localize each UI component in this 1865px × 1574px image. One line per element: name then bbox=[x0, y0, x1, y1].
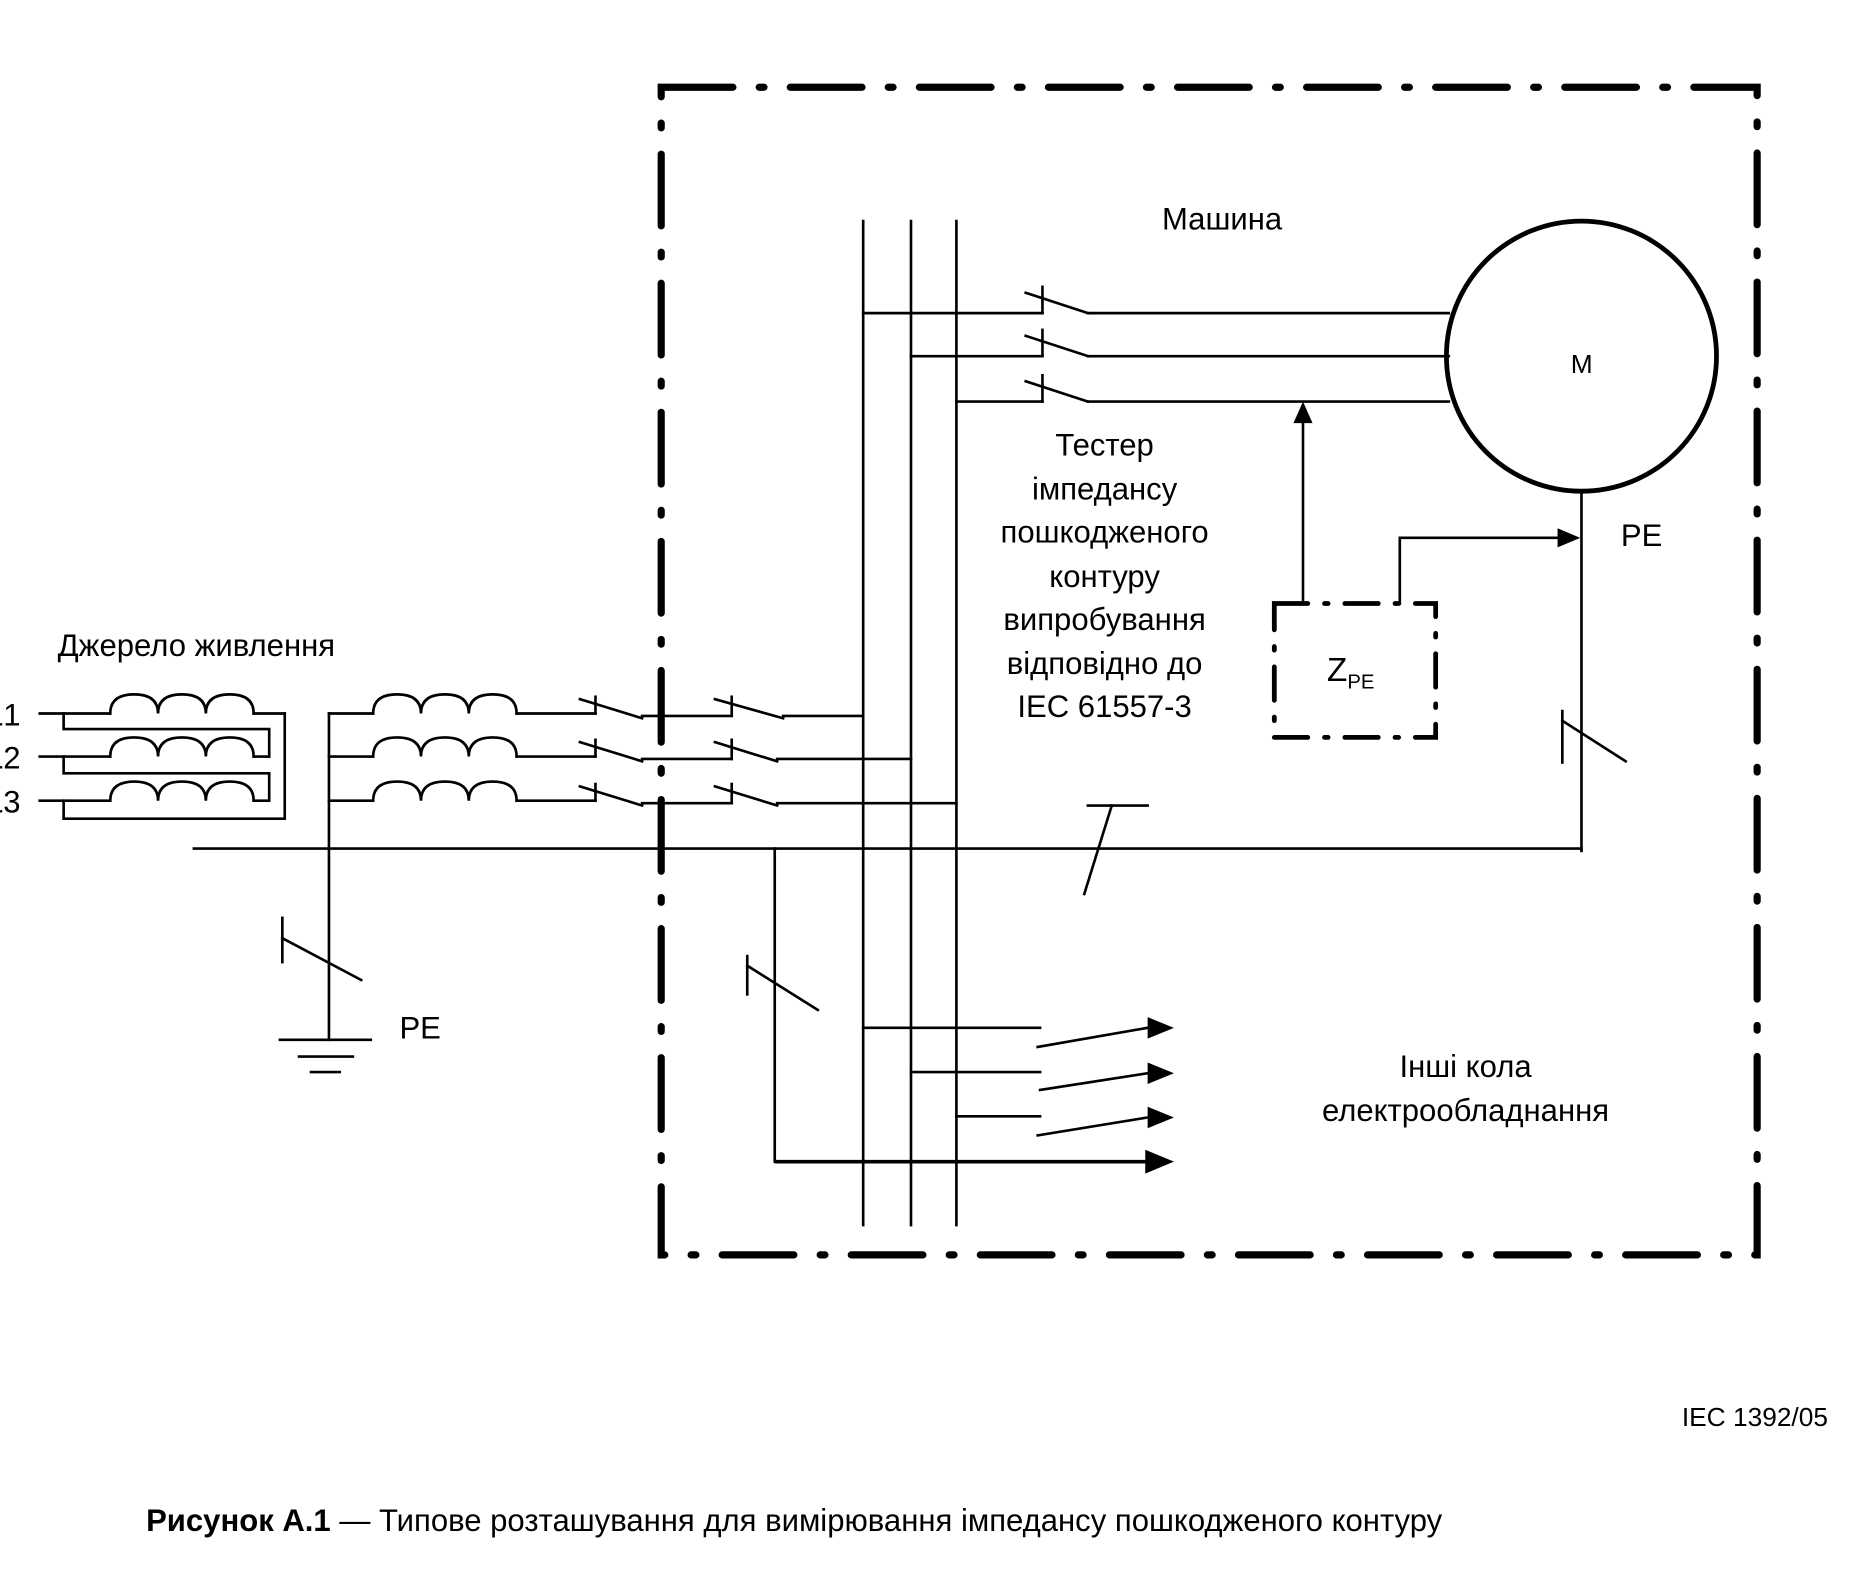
tester-arrows bbox=[1293, 401, 1581, 605]
ground-symbol bbox=[278, 916, 373, 1074]
pe-conductor bbox=[192, 803, 1583, 896]
svg-text:Тестер: Тестер bbox=[1055, 427, 1153, 462]
svg-text:відповідно до: відповідно до bbox=[1007, 646, 1203, 681]
motor-feeders bbox=[861, 285, 1451, 404]
svg-text:IEC 61557-3: IEC 61557-3 bbox=[1017, 689, 1191, 724]
ground-pe-label: PE bbox=[399, 1011, 440, 1046]
other-circuits-label-2: електрообладнання bbox=[1322, 1093, 1609, 1128]
phase-l1-label: L1 bbox=[0, 697, 21, 732]
source-primary-windings bbox=[38, 693, 287, 820]
figure-caption: Рисунок А.1 — Типове розташування для ви… bbox=[146, 1503, 1443, 1538]
zpe-label: ZPE bbox=[1327, 652, 1375, 693]
zpe-box bbox=[1271, 601, 1439, 740]
svg-text:контуру: контуру bbox=[1049, 559, 1160, 594]
phase-l3-label: L3 bbox=[0, 785, 21, 820]
motor-label: M bbox=[1571, 349, 1593, 379]
other-circuits-label-1: Інші кола bbox=[1399, 1049, 1532, 1084]
source-label: Джерело живлення bbox=[58, 628, 335, 663]
svg-text:випробування: випробування bbox=[1003, 602, 1205, 637]
machine-label: Машина bbox=[1162, 201, 1283, 236]
phase-l2-label: L2 bbox=[0, 740, 21, 775]
busbars bbox=[861, 219, 958, 1227]
source-secondary-windings bbox=[327, 693, 597, 1042]
tester-description: Тестер імпедансу пошкодженого контуру ви… bbox=[1001, 427, 1209, 724]
motor-pe-label: PE bbox=[1621, 518, 1662, 553]
other-circuits bbox=[745, 847, 1174, 1174]
svg-text:імпедансу: імпедансу bbox=[1032, 472, 1178, 507]
main-switches bbox=[578, 695, 958, 808]
svg-text:пошкодженого: пошкодженого bbox=[1001, 515, 1209, 550]
machine-boundary bbox=[657, 83, 1761, 1259]
figure-reference: IEC 1392/05 bbox=[1682, 1402, 1828, 1432]
